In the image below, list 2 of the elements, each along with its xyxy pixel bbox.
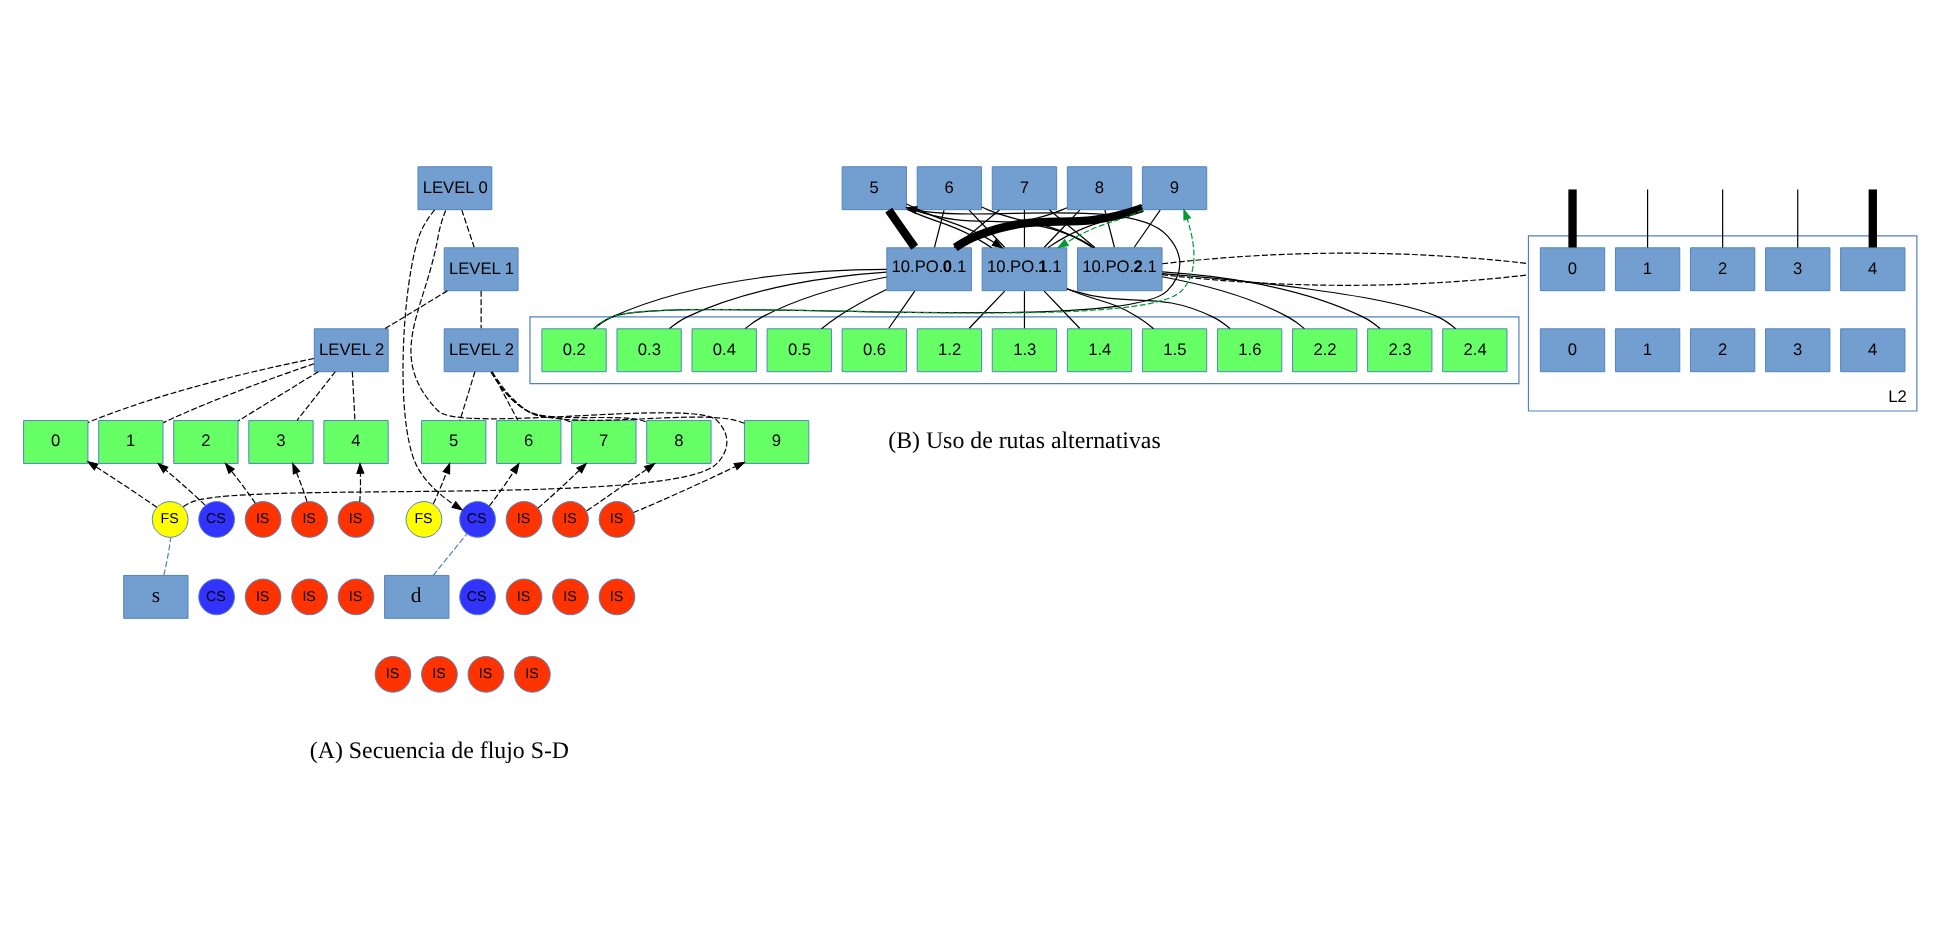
- label: (A) Secuencia de flujo S-D: [309, 735, 570, 764]
- label: (B) Uso de rutas alternativas: [888, 425, 1161, 454]
